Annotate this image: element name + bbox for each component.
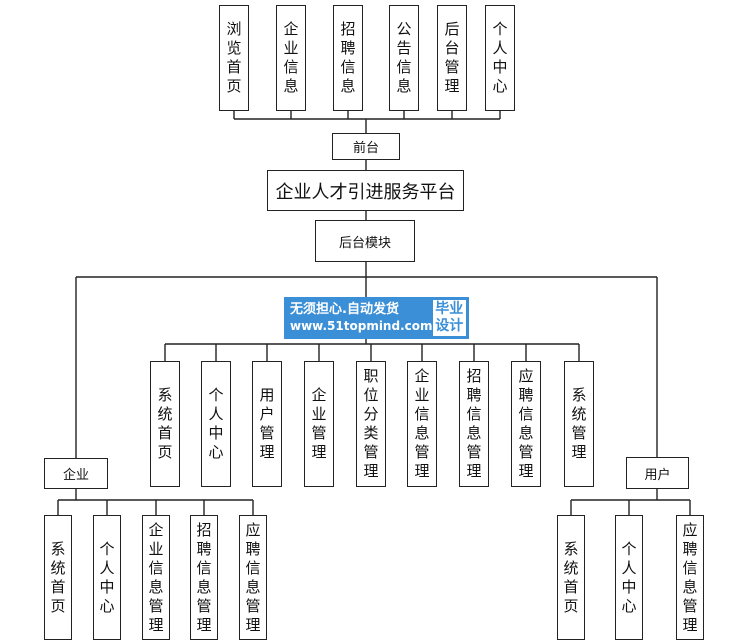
enterprise-label: 企业 <box>62 468 89 483</box>
enterprise-module-label: 招聘信息管理 <box>196 520 212 634</box>
enterprise-module-label: 个人中心 <box>99 539 115 615</box>
front-module-label: 个人中心 <box>492 20 508 95</box>
admin-module-label: 招聘信息管理 <box>466 367 482 480</box>
admin-module-box: 企业信息管理 <box>407 361 437 487</box>
front-module-label: 后台管理 <box>444 20 460 95</box>
backend-node: 后台模块 <box>315 220 415 262</box>
frontend-node: 前台 <box>332 133 400 160</box>
front-module-box: 招聘信息 <box>333 5 363 111</box>
admin-module-label: 用户管理 <box>259 386 275 461</box>
backend-label: 后台模块 <box>338 235 391 251</box>
front-module-box: 浏览首页 <box>219 5 249 111</box>
enterprise-node: 企业 <box>44 458 108 489</box>
frontend-label: 前台 <box>352 141 379 156</box>
platform-title-node: 企业人才引进服务平台 <box>267 170 464 211</box>
admin-module-label: 职位分类管理 <box>363 367 379 480</box>
watermark-url: www.51topmind.com <box>290 319 433 333</box>
enterprise-module-box: 系统首页 <box>44 515 72 640</box>
admin-module-box: 招聘信息管理 <box>459 361 489 487</box>
enterprise-module-label: 企业信息管理 <box>148 520 164 634</box>
admin-module-label: 应聘信息管理 <box>518 367 534 480</box>
enterprise-module-box: 企业信息管理 <box>142 515 170 640</box>
admin-module-box: 应聘信息管理 <box>511 361 541 487</box>
platform-title: 企业人才引进服务平台 <box>275 181 456 203</box>
admin-module-label: 个人中心 <box>208 386 224 461</box>
admin-module-label: 系统首页 <box>157 386 173 461</box>
watermark-badge-line1: 毕业 <box>435 301 464 317</box>
front-module-label: 企业信息 <box>283 20 299 95</box>
watermark-banner: 无须担心.自动发货 www.51topmind.com 毕业 设计 <box>284 297 469 339</box>
enterprise-module-box: 招聘信息管理 <box>190 515 218 640</box>
admin-module-box: 用户管理 <box>252 361 282 487</box>
front-module-box: 企业信息 <box>276 5 306 111</box>
admin-module-box: 系统管理 <box>564 361 594 487</box>
user-module-box: 个人中心 <box>615 515 643 640</box>
front-module-box: 公告信息 <box>389 5 419 111</box>
watermark-slogan: 无须担心.自动发货 <box>290 302 399 317</box>
admin-module-box: 系统首页 <box>150 361 180 487</box>
user-module-box: 系统首页 <box>557 515 585 640</box>
front-module-box: 个人中心 <box>485 5 515 111</box>
user-module-box: 应聘信息管理 <box>676 515 704 640</box>
watermark-badge-line2: 设计 <box>435 318 464 334</box>
front-module-box: 后台管理 <box>437 5 467 111</box>
admin-module-box: 职位分类管理 <box>356 361 386 487</box>
user-node: 用户 <box>626 457 689 489</box>
enterprise-module-label: 系统首页 <box>50 539 66 615</box>
admin-module-box: 企业管理 <box>304 361 334 487</box>
user-label: 用户 <box>644 467 671 483</box>
front-module-label: 公告信息 <box>396 20 412 95</box>
admin-module-label: 企业管理 <box>311 386 327 461</box>
admin-module-label: 系统管理 <box>571 386 587 461</box>
watermark-badge: 毕业 设计 <box>432 300 466 336</box>
user-module-label: 应聘信息管理 <box>682 520 698 634</box>
front-module-label: 招聘信息 <box>340 20 356 95</box>
admin-module-box: 个人中心 <box>201 361 231 487</box>
user-module-label: 系统首页 <box>563 539 579 615</box>
enterprise-module-box: 应聘信息管理 <box>239 515 267 640</box>
user-module-label: 个人中心 <box>621 539 637 615</box>
enterprise-module-label: 应聘信息管理 <box>245 520 261 634</box>
enterprise-module-box: 个人中心 <box>93 515 121 640</box>
front-module-label: 浏览首页 <box>226 20 242 95</box>
admin-module-label: 企业信息管理 <box>414 367 430 480</box>
